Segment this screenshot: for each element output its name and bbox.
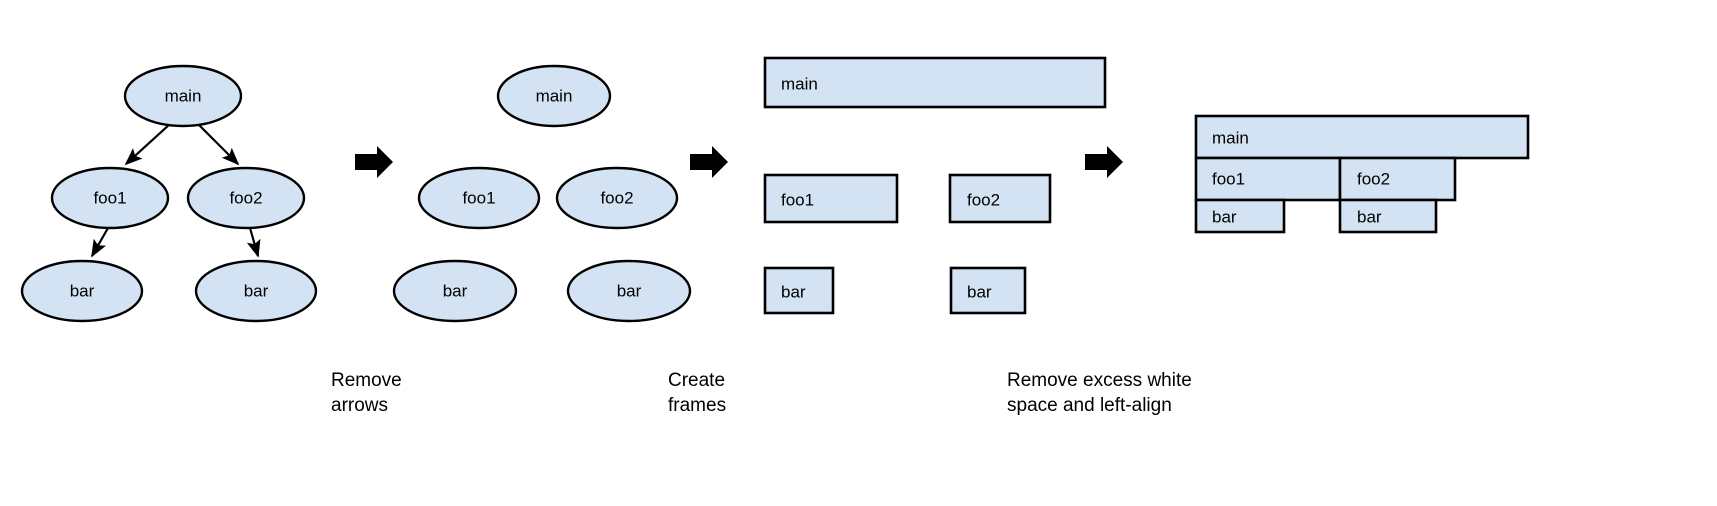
frame-label: foo1 bbox=[1212, 170, 1245, 189]
node-bar-right[interactable]: bar bbox=[194, 259, 318, 323]
node-foo2[interactable]: foo2 bbox=[186, 166, 306, 230]
edge-foo2-bar2 bbox=[246, 227, 261, 258]
node-label: main bbox=[536, 87, 573, 106]
caption-remove-whitespace: Remove excess white space and left-align bbox=[1007, 370, 1192, 416]
frame-foo2[interactable]: foo2 bbox=[1338, 156, 1457, 202]
frame-label: foo2 bbox=[1357, 170, 1390, 189]
node-label: foo1 bbox=[93, 189, 126, 208]
frame-main[interactable]: main bbox=[763, 56, 1107, 109]
node-main[interactable]: main bbox=[496, 64, 612, 128]
node-foo1[interactable]: foo1 bbox=[50, 166, 170, 230]
frame-label: main bbox=[781, 75, 818, 94]
frame-label: foo2 bbox=[967, 191, 1000, 210]
node-foo1[interactable]: foo1 bbox=[417, 166, 541, 230]
step-arrow-2-icon bbox=[690, 146, 728, 178]
frame-label: bar bbox=[1212, 208, 1237, 227]
caption-remove-arrows: Remove arrows bbox=[331, 370, 402, 416]
frame-label: bar bbox=[967, 283, 992, 302]
node-label: bar bbox=[617, 282, 642, 301]
frame-label: main bbox=[1212, 129, 1249, 148]
node-label: foo2 bbox=[229, 189, 262, 208]
edge-main-foo2 bbox=[197, 123, 240, 166]
edge-main-foo1 bbox=[124, 123, 171, 166]
step-arrow-3-icon bbox=[1085, 146, 1123, 178]
node-label: main bbox=[165, 87, 202, 106]
frame-bar-right[interactable]: bar bbox=[949, 266, 1027, 315]
node-label: bar bbox=[70, 282, 95, 301]
node-label: foo1 bbox=[462, 189, 495, 208]
node-label: bar bbox=[244, 282, 269, 301]
node-label: foo2 bbox=[600, 189, 633, 208]
frame-bar-right[interactable]: bar bbox=[1338, 198, 1438, 234]
node-main[interactable]: main bbox=[123, 64, 243, 128]
node-bar-left[interactable]: bar bbox=[392, 259, 518, 323]
frame-foo1[interactable]: foo1 bbox=[763, 173, 899, 224]
step-arrow-1-icon bbox=[355, 146, 393, 178]
frame-bar-left[interactable]: bar bbox=[763, 266, 835, 315]
frame-main[interactable]: main bbox=[1194, 114, 1530, 160]
frame-label: foo1 bbox=[781, 191, 814, 210]
frame-bar-left[interactable]: bar bbox=[1194, 198, 1286, 234]
node-foo2[interactable]: foo2 bbox=[555, 166, 679, 230]
frame-label: bar bbox=[1357, 208, 1382, 227]
caption-create-frames: Create frames bbox=[668, 370, 727, 416]
node-bar-left[interactable]: bar bbox=[20, 259, 144, 323]
frame-foo1[interactable]: foo1 bbox=[1194, 156, 1342, 202]
frame-label: bar bbox=[781, 283, 806, 302]
node-bar-right[interactable]: bar bbox=[566, 259, 692, 323]
node-label: bar bbox=[443, 282, 468, 301]
edge-foo1-bar1 bbox=[91, 227, 109, 258]
frame-foo2[interactable]: foo2 bbox=[948, 173, 1052, 224]
